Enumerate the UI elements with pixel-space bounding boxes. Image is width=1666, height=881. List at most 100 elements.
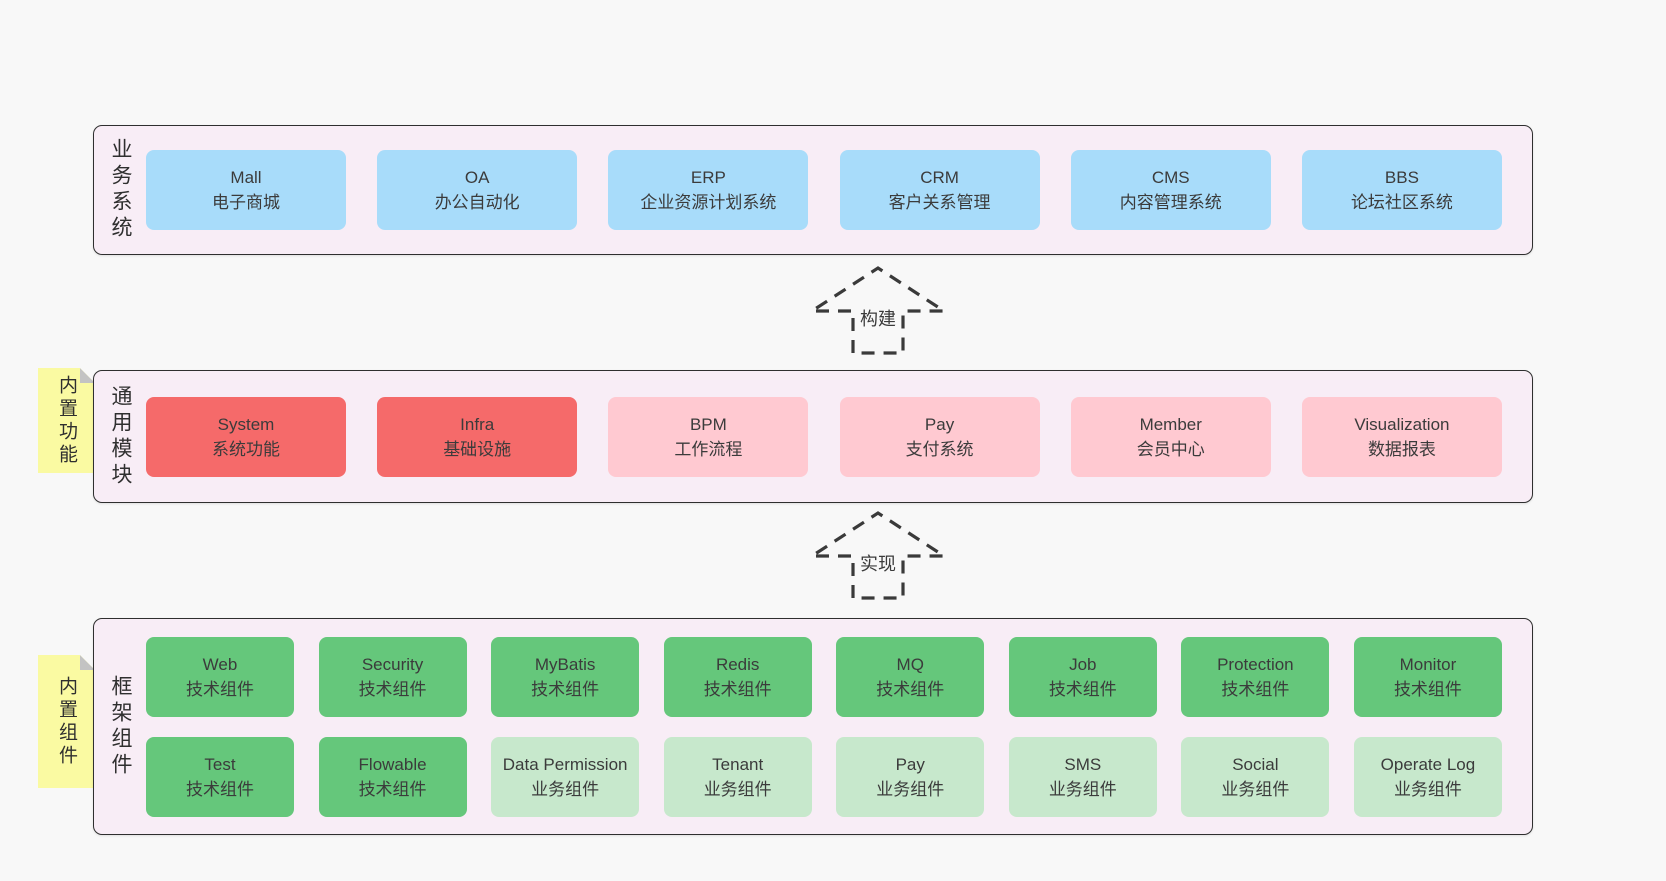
diagram-node-mybatis: MyBatis 技术组件 [491,636,640,717]
diagram-node-pay-component: Pay 业务组件 [836,736,985,817]
sticky-note-builtin-features: 内置功能 [38,368,95,473]
node-title: CRM [920,168,959,187]
band-title: 业务系统 [109,138,132,242]
diagram-node-mall: Mall 电子商城 [146,150,346,230]
node-title: Pay [895,754,925,774]
diagram-node-tenant: Tenant 业务组件 [663,736,812,817]
node-subtitle: 论坛社区系统 [1350,193,1453,212]
arrow-build-label: 构建 [857,305,899,332]
node-subtitle: 业务组件 [703,779,772,799]
band-business-label: 业务系统 [94,126,146,254]
node-subtitle: 业务组件 [531,779,600,799]
node-subtitle: 业务组件 [876,779,945,799]
sticky-label: 内置功能 [56,374,77,467]
dashed-up-arrow-icon [806,266,950,355]
node-title: Social [1232,754,1279,774]
node-subtitle: 技术组件 [876,679,945,699]
node-title: System [217,414,275,434]
node-subtitle: 系统功能 [212,439,280,459]
band-title: 框架组件 [109,674,132,779]
node-subtitle: 技术组件 [1393,679,1462,699]
band-modules-label: 通用模块 [94,371,146,502]
dashed-up-arrow-icon [806,511,950,600]
node-subtitle: 技术组件 [531,679,600,699]
node-title: Protection [1217,654,1294,674]
diagram-node-test: Test 技术组件 [146,736,294,817]
node-subtitle: 工作流程 [674,439,743,459]
band-common-modules: 通用模块 System 系统功能 Infra 基础设施 BPM 工作流程 Pay… [93,370,1533,503]
band-modules-boxes: System 系统功能 Infra 基础设施 BPM 工作流程 Pay 支付系统… [146,371,1532,502]
node-title: Security [361,654,424,674]
sticky-label: 内置组件 [56,675,77,768]
node-subtitle: 支付系统 [905,439,974,459]
diagram-node-mq: MQ 技术组件 [836,636,985,717]
node-subtitle: 技术组件 [186,779,254,799]
node-title: Job [1069,654,1097,674]
diagram-node-pay: Pay 支付系统 [839,396,1040,477]
node-subtitle: 技术组件 [358,779,427,799]
node-subtitle: 技术组件 [1048,679,1117,699]
band-business-boxes: Mall 电子商城 OA 办公自动化 ERP 企业资源计划系统 CRM 客户关系… [146,126,1532,254]
node-subtitle: 内容管理系统 [1119,193,1222,212]
band-business-systems: 业务系统 Mall 电子商城 OA 办公自动化 ERP 企业资源计划系统 CRM… [93,125,1533,255]
node-subtitle: 企业资源计划系统 [640,193,777,212]
arrow-implement: 实现 [806,508,950,603]
diagram-node-job: Job 技术组件 [1008,636,1157,717]
band-framework-label: 框架组件 [94,619,146,834]
node-title: OA [464,168,490,187]
node-title: Operate Log [1380,754,1476,774]
diagram-node-protection: Protection 技术组件 [1181,636,1330,717]
diagram-node-social: Social 业务组件 [1181,736,1330,817]
node-title: MQ [896,654,924,674]
node-title: Flowable [358,754,427,774]
node-subtitle: 技术组件 [1221,679,1290,699]
diagram-node-bpm: BPM 工作流程 [608,396,809,477]
node-title: Pay [924,414,955,434]
node-subtitle: 业务组件 [1221,779,1290,799]
diagram-node-cms: CMS 内容管理系统 [1070,150,1271,230]
node-subtitle: 客户关系管理 [888,193,991,212]
diagram-node-visualization: Visualization 数据报表 [1301,396,1502,477]
node-title: Monitor [1399,654,1457,674]
node-title: BPM [689,414,727,434]
node-title: Tenant [712,754,764,774]
diagram-node-erp: ERP 企业资源计划系统 [608,150,809,230]
node-subtitle: 技术组件 [703,679,772,699]
node-title: Visualization [1354,414,1450,434]
node-title: Member [1139,414,1202,434]
framework-row-1: Web 技术组件 Security 技术组件 MyBatis 技术组件 Redi… [146,636,1502,717]
diagram-node-bbs: BBS 论坛社区系统 [1301,150,1502,230]
node-subtitle: 技术组件 [186,679,254,699]
node-subtitle: 基础设施 [443,439,512,459]
arrow-build: 构建 [806,263,950,358]
node-title: Test [204,754,236,774]
framework-row-2: Test 技术组件 Flowable 技术组件 Data Permission … [146,736,1502,817]
arrow-implement-label: 实现 [857,550,899,577]
node-subtitle: 数据报表 [1367,439,1436,459]
diagram-node-web: Web 技术组件 [146,636,294,717]
diagram-node-flowable: Flowable 技术组件 [318,736,467,817]
band-title: 通用模块 [109,384,132,489]
sticky-note-builtin-components: 内置组件 [38,655,95,788]
node-title: Data Permission [502,754,628,774]
node-title: SMS [1064,754,1102,774]
diagram-node-member: Member 会员中心 [1070,396,1271,477]
band-framework-boxes: Web 技术组件 Security 技术组件 MyBatis 技术组件 Redi… [146,619,1532,834]
diagram-node-security: Security 技术组件 [318,636,467,717]
node-title: Mall [230,168,262,187]
band-framework-components: 框架组件 Web 技术组件 Security 技术组件 MyBatis 技术组件… [93,618,1533,835]
diagram-node-oa: OA 办公自动化 [377,150,578,230]
diagram-node-infra: Infra 基础设施 [377,396,578,477]
diagram-node-redis: Redis 技术组件 [663,636,812,717]
node-title: Redis [715,654,760,674]
node-title: ERP [690,168,726,187]
node-subtitle: 业务组件 [1048,779,1117,799]
node-title: CMS [1151,168,1190,187]
node-title: BBS [1384,168,1419,187]
node-subtitle: 办公自动化 [434,193,520,212]
node-subtitle: 电子商城 [212,193,280,212]
node-subtitle: 会员中心 [1136,439,1205,459]
diagram-node-crm: CRM 客户关系管理 [839,150,1040,230]
node-title: Infra [460,414,495,434]
